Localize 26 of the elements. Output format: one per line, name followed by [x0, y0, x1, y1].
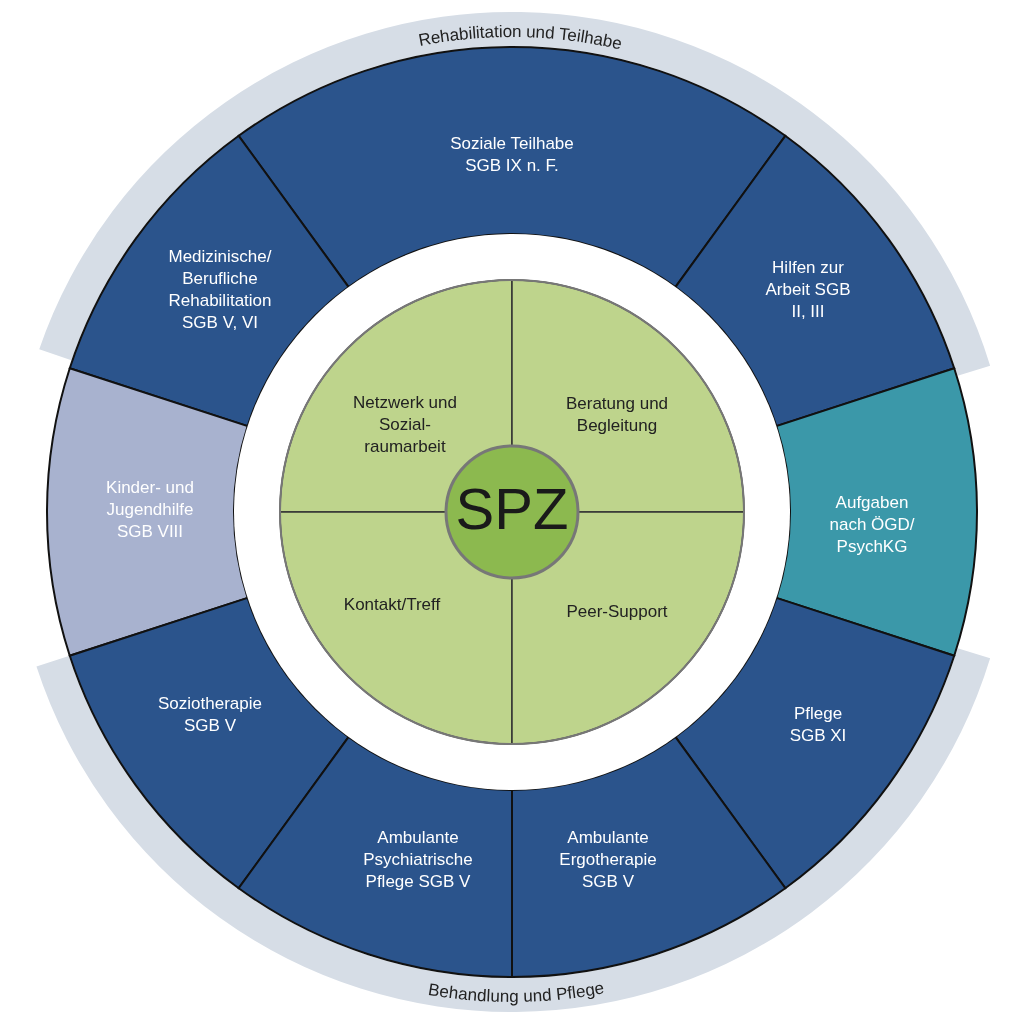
ring-segment [68, 134, 350, 428]
segment-label: Ambulante Ergotherapie SGB V [558, 826, 658, 894]
quadrant-label: Beratung und Begleitung [564, 392, 670, 437]
quadrant-label: Peer-Support [566, 600, 668, 623]
segment-label: Pflege SGB XI [788, 702, 848, 747]
band-label: Behandlung und Pflege [426, 978, 606, 1007]
segment-label: Soziale Teilhabe SGB IX n. F. [449, 132, 575, 177]
ring-segment [775, 367, 978, 657]
segment-label: Kinder- und Jugendhilfe SGB VIII [105, 476, 195, 544]
category-band [36, 648, 991, 1012]
center-circle [444, 444, 580, 580]
segment-label: Medizinische/ Berufliche Rehabilitation SGB V, VI [167, 245, 273, 335]
segment-label: Aufgaben nach ÖGD/ PsychKG [828, 491, 916, 559]
band-label: Rehabilitation und Teilhabe [417, 22, 624, 54]
ring-segment [674, 596, 956, 890]
ring-segment [46, 367, 249, 657]
ring-segment [511, 735, 787, 978]
quadrant-label: Netzwerk und Sozial- raumarbeit [352, 391, 458, 459]
segment-label: Hilfen zur Arbeit SGB II, III [764, 256, 852, 324]
segment-label: Ambulante Psychiatrische Pflege SGB V [362, 826, 474, 894]
ring-segment [237, 735, 513, 978]
center-label: SPZ [455, 476, 569, 542]
ring-segment [674, 134, 956, 428]
category-band [39, 12, 991, 376]
quadrant-label: Kontakt/Treff [343, 593, 441, 616]
segment-label: Soziotherapie SGB V [157, 692, 263, 737]
